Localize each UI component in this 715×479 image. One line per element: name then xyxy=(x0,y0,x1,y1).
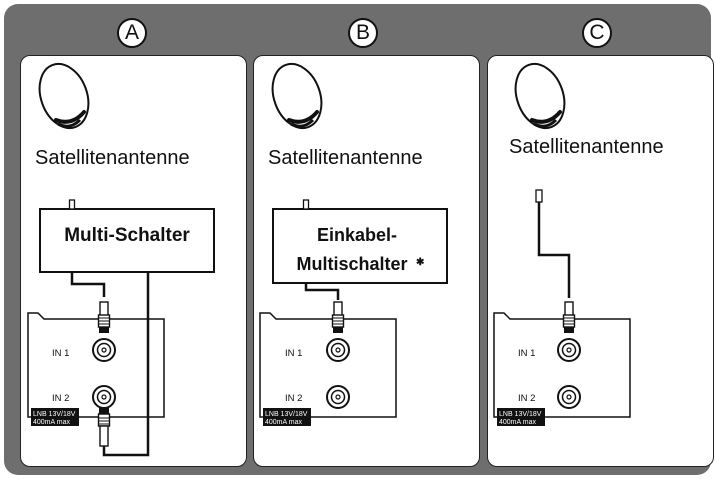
in2-socket-icon xyxy=(92,385,116,409)
lnb-voltage-label: LNB 13V/18V xyxy=(33,411,76,418)
panel-c-diagram: Satellitenantenne IN 1 IN 2 LNB 13V/18V … xyxy=(493,55,664,426)
in1-socket-icon xyxy=(326,338,350,362)
footnote-mark: ✱ xyxy=(416,257,425,268)
lnb-plug-icon xyxy=(535,189,543,203)
antenna-label: Satellitenantenne xyxy=(509,136,664,158)
in2-label: IN 2 xyxy=(285,393,302,404)
in1-label: IN 1 xyxy=(285,348,302,359)
lnb-badge xyxy=(497,408,545,426)
coax-cable xyxy=(537,202,571,298)
multiswitch-box xyxy=(39,208,215,273)
in1-label: IN 1 xyxy=(52,348,69,359)
multiswitch-label-line2: Multischalter xyxy=(296,254,407,274)
single-cable-multiswitch-box xyxy=(272,208,448,284)
panel-c-letter: C xyxy=(582,18,612,48)
panel-b-diagram: Satellitenantenne Einkabel- Multischalte… xyxy=(259,55,448,426)
lnb-current-label: 400mA max xyxy=(499,419,536,426)
satellite-dish-icon xyxy=(29,55,99,137)
coax-connector-icon xyxy=(562,301,576,334)
in1-label: IN 1 xyxy=(518,348,535,359)
antenna-label: Satellitenantenne xyxy=(268,147,423,169)
lnb-voltage-label: LNB 13V/18V xyxy=(499,411,542,418)
antenna-label: Satellitenantenne xyxy=(35,147,190,169)
coax-connector-up-icon xyxy=(97,408,111,447)
lnb-plug-icon xyxy=(68,199,76,210)
panel-b-letter: B xyxy=(348,18,378,48)
coax-cable xyxy=(304,283,340,300)
panel-a-diagram: Satellitenantenne Multi-Schalter IN 1 IN… xyxy=(27,55,215,457)
in1-socket-icon xyxy=(557,338,581,362)
coax-cable xyxy=(70,272,106,297)
multiswitch-label-line1: Einkabel- xyxy=(317,225,397,245)
in2-label: IN 2 xyxy=(518,393,535,404)
satellite-dish-icon xyxy=(505,55,575,137)
in2-socket-icon xyxy=(557,385,581,409)
loop-cable xyxy=(102,272,150,457)
panel-a-letter: A xyxy=(117,18,147,48)
in1-socket-icon xyxy=(92,338,116,362)
lnb-voltage-label: LNB 13V/18V xyxy=(265,411,308,418)
satellite-dish-icon xyxy=(262,55,332,137)
in2-socket-icon xyxy=(326,385,350,409)
in2-label: IN 2 xyxy=(52,393,69,404)
lnb-badge xyxy=(263,408,311,426)
coax-connector-icon xyxy=(331,301,345,334)
multiswitch-label: Multi-Schalter xyxy=(64,225,190,246)
lnb-plug-icon xyxy=(302,199,310,210)
lnb-current-label: 400mA max xyxy=(265,419,302,426)
coax-connector-icon xyxy=(97,301,111,334)
lnb-badge xyxy=(31,408,79,426)
lnb-current-label: 400mA max xyxy=(33,419,70,426)
